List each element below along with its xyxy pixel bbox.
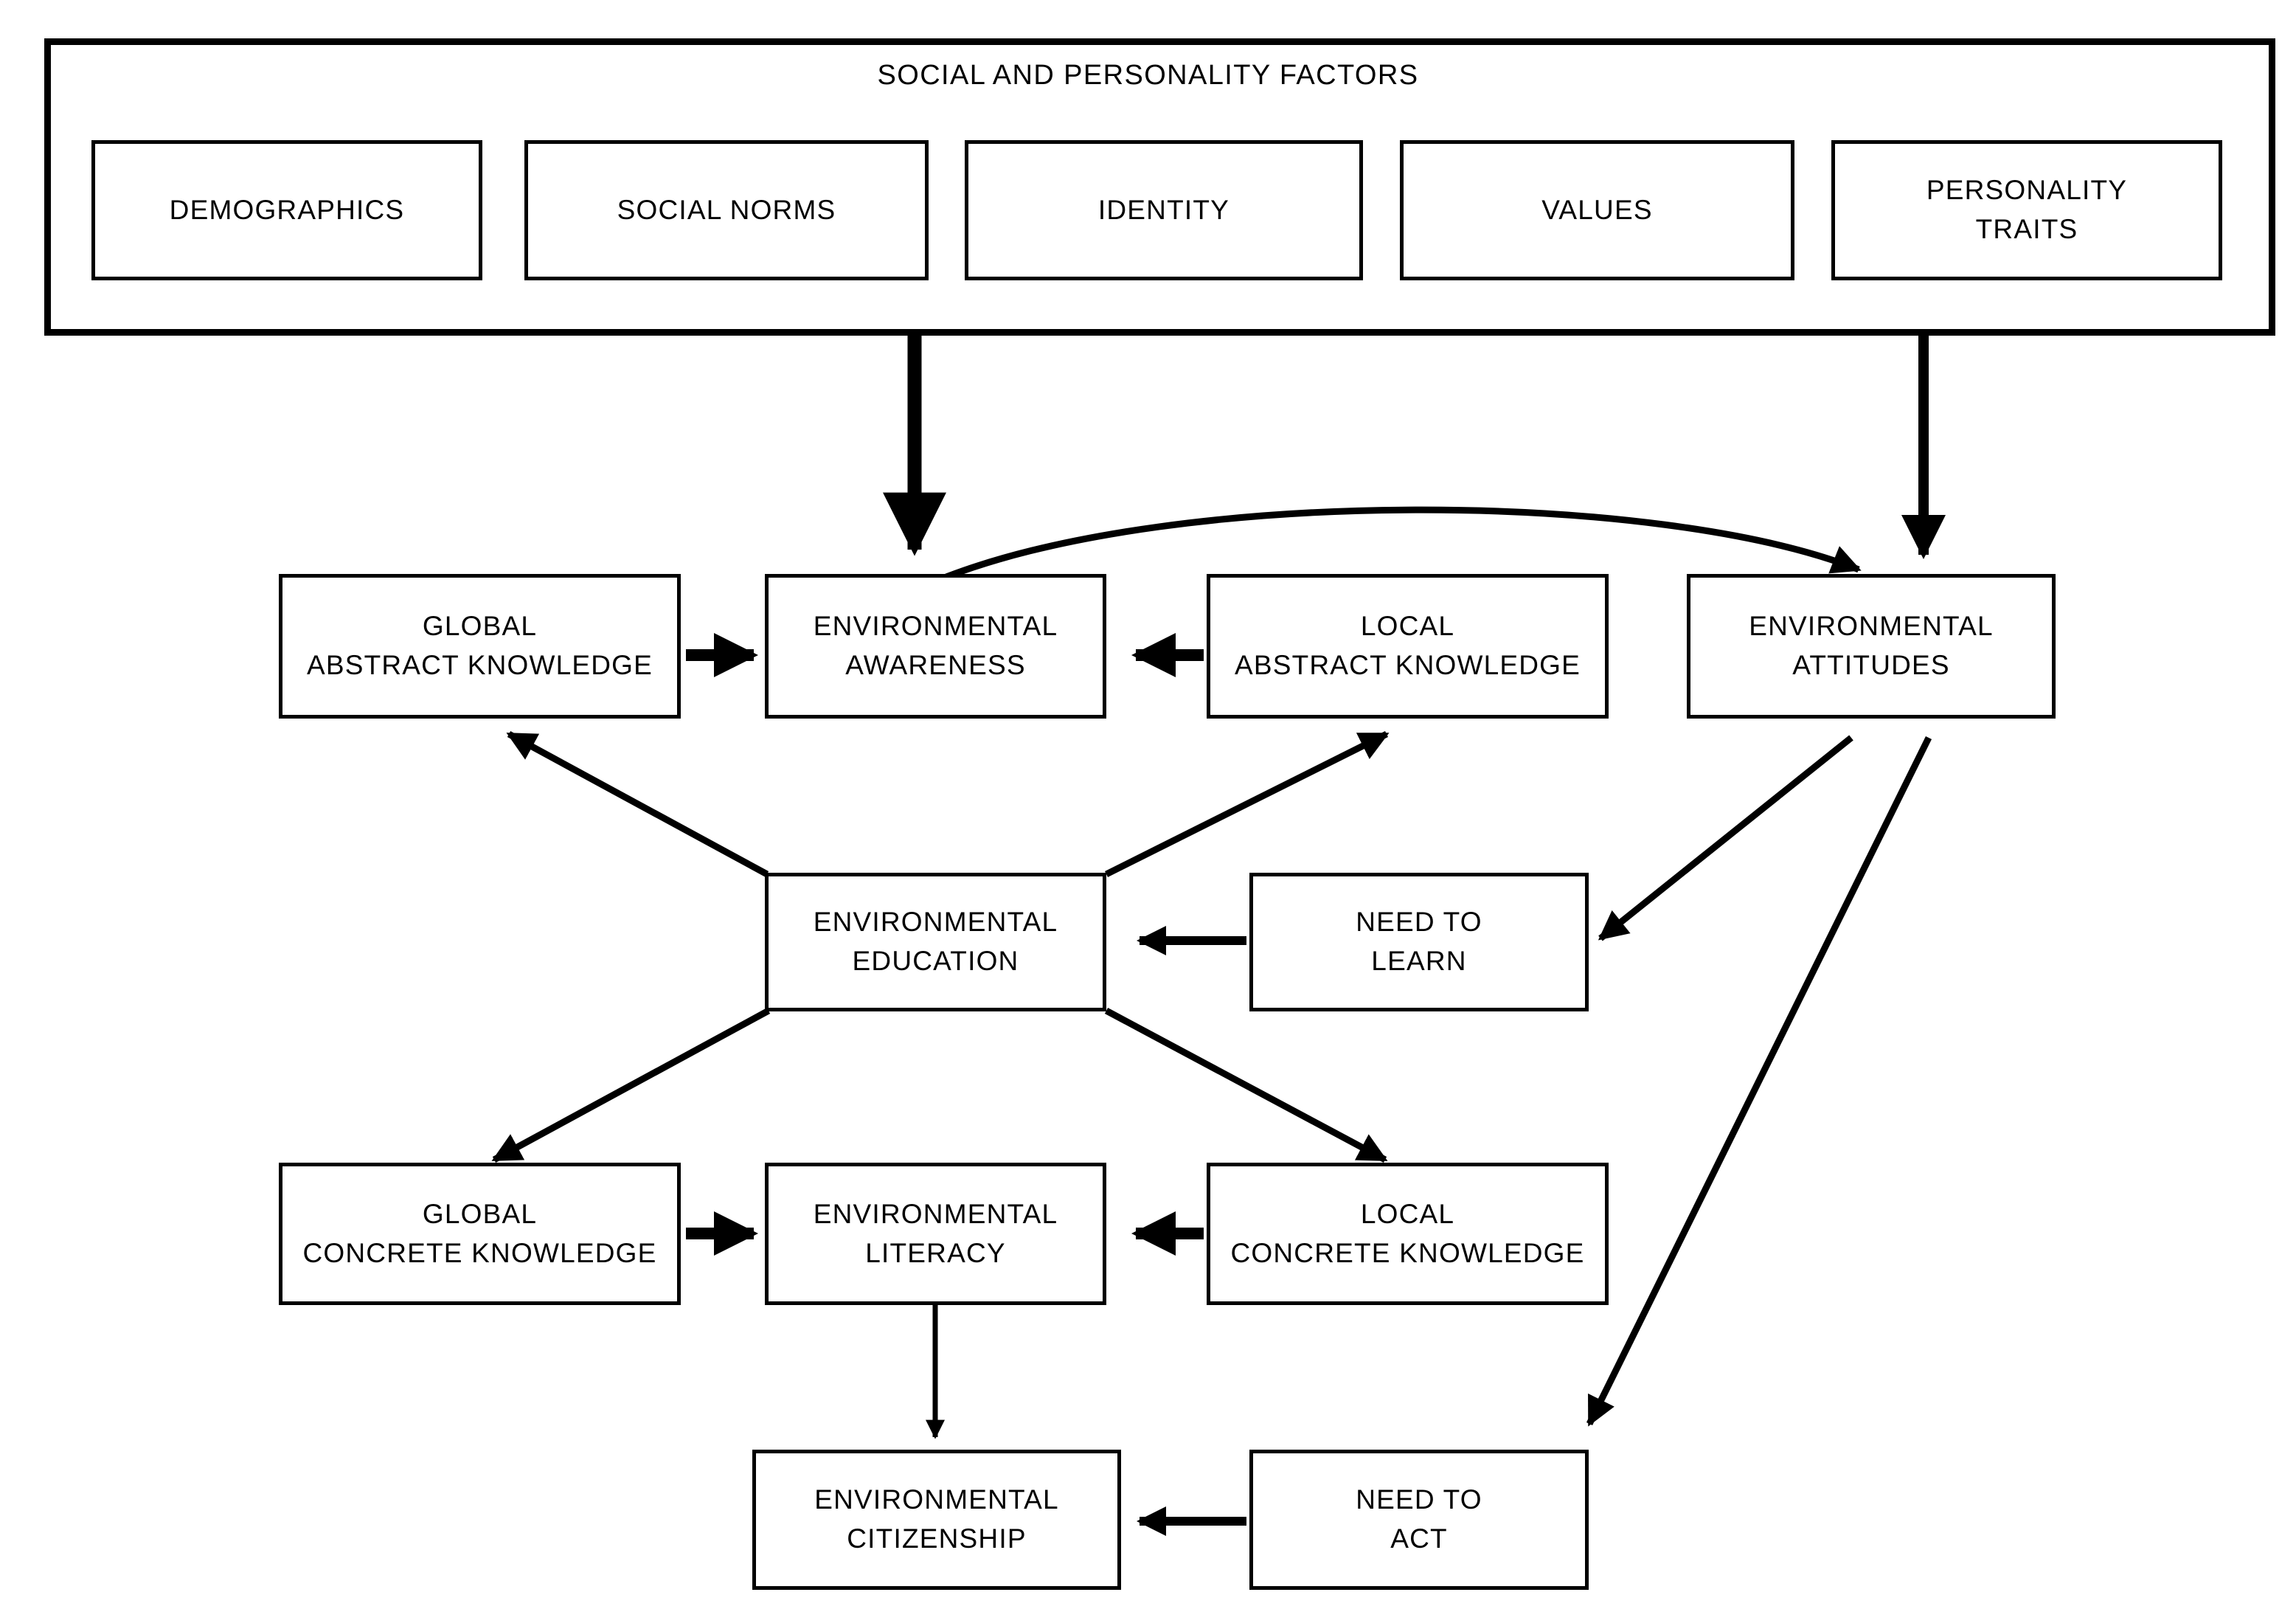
node-global-abstract-knowledge-line-2: ABSTRACT KNOWLEDGE — [306, 650, 653, 680]
node-demographics[interactable]: DEMOGRAPHICS — [91, 140, 482, 280]
node-values-line-1: VALUES — [1541, 194, 1653, 225]
node-local-abstract-knowledge[interactable]: LOCAL ABSTRACT KNOWLEDGE — [1207, 574, 1609, 719]
node-identity[interactable]: IDENTITY — [965, 140, 1363, 280]
node-need-to-learn[interactable]: NEED TO LEARN — [1249, 873, 1589, 1011]
node-need-to-learn-line-1: NEED TO — [1356, 907, 1482, 938]
node-environmental-literacy-line-1: ENVIRONMENTAL — [813, 1198, 1058, 1229]
node-identity-line-1: IDENTITY — [1097, 194, 1230, 225]
node-personality-traits-line-2: TRAITS — [1975, 214, 2078, 244]
node-environmental-education-line-2: EDUCATION — [852, 946, 1019, 976]
node-environmental-attitudes-line-1: ENVIRONMENTAL — [1749, 611, 1994, 642]
node-personality-traits-line-1: PERSONALITY — [1926, 175, 2128, 206]
edge-attitudes-to-need-to-learn — [1598, 735, 1853, 941]
edge-education-to-global-abstract — [506, 731, 769, 877]
node-environmental-attitudes[interactable]: ENVIRONMENTAL ATTITUDES — [1687, 574, 2056, 719]
node-demographics-line-1: DEMOGRAPHICS — [169, 194, 405, 225]
node-environmental-education-line-1: ENVIRONMENTAL — [813, 907, 1058, 938]
node-need-to-learn-line-2: LEARN — [1371, 946, 1467, 976]
node-global-abstract-knowledge[interactable]: GLOBAL ABSTRACT KNOWLEDGE — [279, 574, 681, 719]
node-values[interactable]: VALUES — [1400, 140, 1794, 280]
node-local-concrete-knowledge[interactable]: LOCAL CONCRETE KNOWLEDGE — [1207, 1163, 1609, 1305]
node-personality-traits[interactable]: PERSONALITY TRAITS — [1831, 140, 2222, 280]
node-global-concrete-knowledge-line-1: GLOBAL — [422, 1198, 538, 1229]
edge-education-to-local-concrete — [1104, 1008, 1388, 1163]
node-environmental-education[interactable]: ENVIRONMENTAL EDUCATION — [765, 873, 1106, 1011]
edge-education-to-local-abstract — [1104, 730, 1390, 878]
node-social-norms[interactable]: SOCIAL NORMS — [524, 140, 929, 280]
edge-awareness-to-attitudes — [945, 506, 1862, 581]
node-need-to-act[interactable]: NEED TO ACT — [1249, 1450, 1589, 1590]
edge-attitudes-to-need-to-act — [1586, 736, 1932, 1427]
node-environmental-awareness-line-1: ENVIRONMENTAL — [813, 611, 1058, 642]
node-need-to-act-line-2: ACT — [1390, 1523, 1448, 1554]
node-local-concrete-knowledge-line-2: CONCRETE KNOWLEDGE — [1230, 1237, 1585, 1268]
node-environmental-awareness[interactable]: ENVIRONMENTAL AWARENESS — [765, 574, 1106, 719]
node-global-concrete-knowledge[interactable]: GLOBAL CONCRETE KNOWLEDGE — [279, 1163, 681, 1305]
node-need-to-act-line-1: NEED TO — [1356, 1484, 1482, 1515]
node-environmental-attitudes-line-2: ATTITUDES — [1792, 650, 1950, 680]
node-environmental-citizenship-line-2: CITIZENSHIP — [847, 1523, 1027, 1554]
node-social-norms-line-1: SOCIAL NORMS — [617, 194, 836, 225]
node-environmental-citizenship[interactable]: ENVIRONMENTAL CITIZENSHIP — [752, 1450, 1121, 1590]
node-local-concrete-knowledge-line-1: LOCAL — [1360, 1198, 1455, 1229]
group-title: SOCIAL AND PERSONALITY FACTORS — [877, 60, 1419, 91]
node-environmental-awareness-line-2: AWARENESS — [845, 650, 1026, 680]
node-environmental-literacy-line-2: LITERACY — [865, 1237, 1006, 1268]
node-local-abstract-knowledge-line-1: LOCAL — [1360, 611, 1455, 642]
edge-education-to-global-concrete — [491, 1008, 771, 1163]
node-local-abstract-knowledge-line-2: ABSTRACT KNOWLEDGE — [1234, 650, 1581, 680]
node-environmental-citizenship-line-1: ENVIRONMENTAL — [814, 1484, 1059, 1515]
node-global-abstract-knowledge-line-1: GLOBAL — [422, 611, 538, 642]
node-global-concrete-knowledge-line-2: CONCRETE KNOWLEDGE — [302, 1237, 657, 1268]
node-environmental-literacy[interactable]: ENVIRONMENTAL LITERACY — [765, 1163, 1106, 1305]
